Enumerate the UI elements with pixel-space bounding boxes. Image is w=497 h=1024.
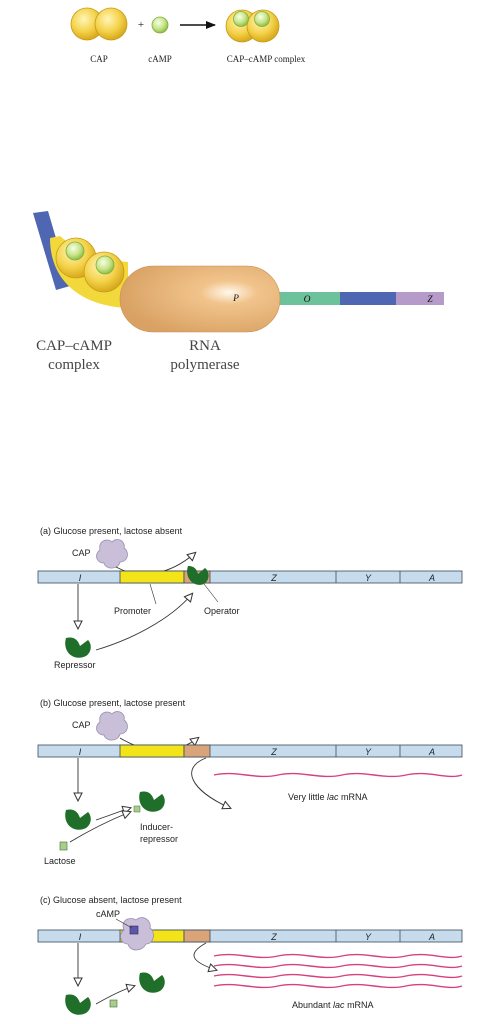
panel-a-gene-a: A [428, 573, 435, 583]
panel-a-repressor [65, 637, 91, 658]
panel-c-mrna-label: Abundant lac mRNA [292, 1000, 374, 1010]
panel-c-mrna-strand-2 [213, 963, 463, 969]
panel-a-promoter-pointer [149, 583, 157, 605]
panel-b-transcription-arrow [191, 757, 230, 808]
rnap-label-line2: polymerase [170, 357, 239, 373]
cap-protein-right [94, 7, 128, 41]
complex-label-line2: complex [48, 357, 100, 373]
panel-b-repressor [65, 809, 91, 830]
camp-label: cAMP [148, 54, 172, 64]
o-label: O [304, 295, 311, 305]
panel-b-glucose-present-lactose-present: (b) Glucose present, lactose present CAP… [37, 698, 463, 866]
rna-polymerase [119, 265, 281, 333]
panel-c-camp-label: cAMP [96, 909, 120, 919]
panel-c-bound-camp [129, 925, 139, 935]
panel-c-glucose-absent-lactose-present: (c) Glucose absent, lactose present cAMP… [37, 895, 463, 1015]
panel-b-gene-y: Y [365, 747, 372, 757]
cap-label: CAP [90, 54, 108, 64]
panel-b-inducer-repressor [139, 791, 165, 812]
panel-b-gene-i: I [79, 747, 82, 757]
complex-label-line1: CAP–cAMP [36, 338, 112, 354]
panel-b-lactose-arrow [69, 812, 130, 843]
panel-cap-camp-binding: CAP + cAMP CAP–cAMP complex [70, 7, 306, 64]
panel-a-promoter [119, 570, 185, 584]
camp-molecule [151, 16, 169, 34]
panel-a-title: (a) Glucose present, lactose absent [40, 526, 183, 536]
panel-c-transcription-arrow [193, 942, 216, 970]
panel-b-mrna-label: Very little lac mRNA [288, 792, 368, 802]
plus-sign: + [138, 19, 144, 31]
panel-b-gene-a: A [428, 747, 435, 757]
p-label: P [232, 294, 239, 304]
panel-a-gene-i: I [79, 573, 82, 583]
panel-a-gene-y: Y [365, 573, 372, 583]
panel-c-gene-i: I [79, 932, 82, 942]
panel-b-lactose [59, 841, 68, 851]
panel-c-operator [183, 929, 211, 943]
rnap-label-line1: RNA [189, 338, 221, 354]
panel-c-gene-a: A [428, 932, 435, 942]
panel-c-repressor-arrow [95, 986, 134, 1005]
panel-a-repressor-label: Repressor [54, 660, 96, 670]
panel-b-operator [183, 744, 211, 758]
panel-c-mrna-strand-3 [213, 973, 463, 979]
panel-c-lactose [109, 999, 118, 1008]
panel-rna-polymerase-binding: O Z P CAP–cAMP complex RNA polymerase [33, 211, 444, 373]
panel-a-bound-repressor [187, 566, 209, 585]
panel-b-title: (b) Glucose present, lactose present [40, 698, 186, 708]
panel-b-inducer-label-1: Inducer- [140, 822, 173, 832]
panel-b-inducer-label-2: repressor [140, 834, 178, 844]
panel-a-operator-label: Operator [204, 606, 240, 616]
panel-a-cap-protein [96, 539, 128, 569]
dna-z-region [396, 292, 444, 305]
panel-b-cap-label: CAP [72, 720, 91, 730]
complex-camp-left [233, 11, 249, 27]
panel-b-mrna-strand [213, 772, 463, 778]
bound-camp-right [95, 255, 115, 275]
panel-a-glucose-present-lactose-absent: (a) Glucose present, lactose absent CAP … [37, 526, 463, 670]
panel-c-mrna-strand-4 [213, 983, 463, 989]
panel-b-lactose-label: Lactose [44, 856, 76, 866]
complex-camp-right [254, 11, 270, 27]
panel-c-camp-pointer [115, 918, 133, 929]
panel-c-dna [37, 929, 463, 943]
panel-c-gene-y: Y [365, 932, 372, 942]
panel-a-cap-label: CAP [72, 548, 91, 558]
panel-c-repressor [65, 994, 91, 1015]
panel-c-gene-z: Z [270, 932, 277, 942]
panel-a-operator-pointer [203, 583, 219, 603]
panel-b-repressor-arrow [95, 808, 130, 821]
panel-b-cap-protein [96, 711, 128, 741]
panel-c-title: (c) Glucose absent, lactose present [40, 895, 182, 905]
complex-label: CAP–cAMP complex [227, 54, 306, 64]
panel-b-dna [37, 744, 463, 758]
dna-operator-region [276, 292, 340, 305]
z-label: Z [427, 295, 433, 305]
panel-b-bound-lactose [133, 805, 141, 813]
panel-c-inducer-repressor [139, 972, 165, 993]
bound-camp-left [65, 241, 85, 261]
panel-a-promoter-label: Promoter [114, 606, 151, 616]
panel-b-gene-z: Z [270, 747, 277, 757]
panel-c-mrna-strand-1 [213, 953, 463, 959]
panel-b-promoter [119, 744, 185, 758]
panel-a-gene-z: Z [270, 573, 277, 583]
dna-blue-region [340, 292, 396, 305]
panel-a-dna [37, 570, 463, 584]
panel-a-repressor-arrow [95, 594, 192, 651]
